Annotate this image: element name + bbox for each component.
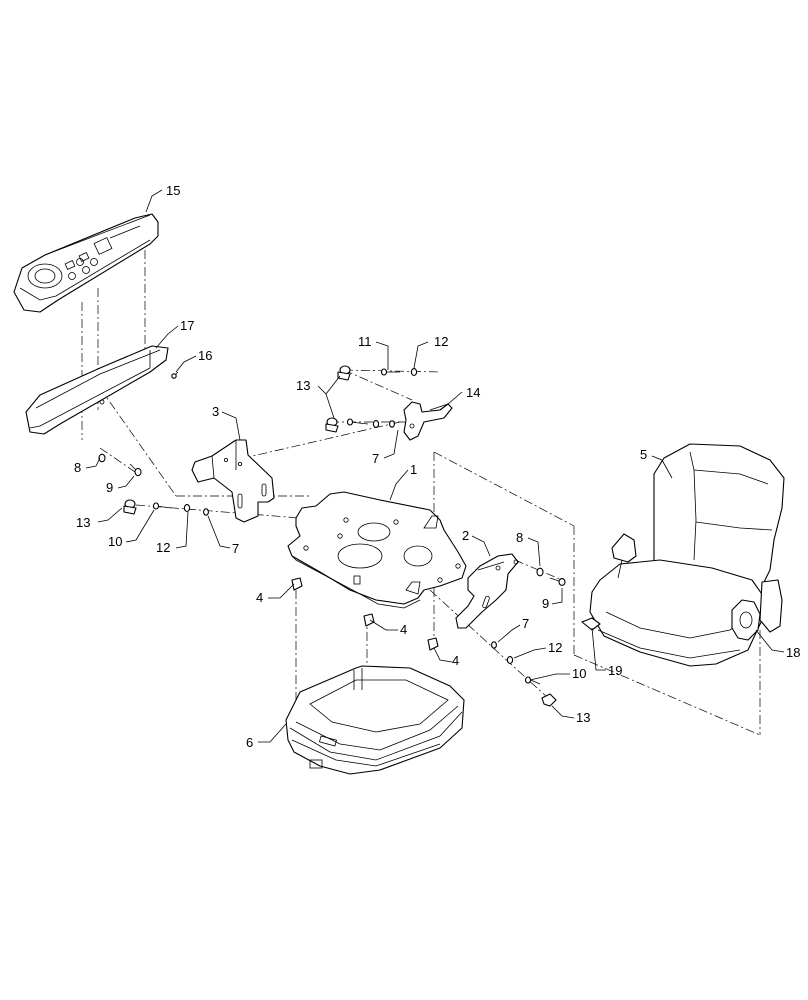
washer-12-right [506, 656, 514, 664]
callout-13-left: 13 [76, 515, 90, 530]
washer-7-right [491, 641, 497, 649]
part-17-armrest-base [25, 345, 169, 435]
callout-10-right: 10 [572, 666, 586, 681]
callout-12-top: 12 [434, 334, 448, 349]
cap-screw-13-mid [325, 417, 339, 433]
bolt-9-left [129, 463, 142, 477]
fasteners [98, 365, 566, 707]
nut-4-right [427, 637, 439, 651]
callout-4-right: 4 [452, 653, 459, 668]
bolt-11 [380, 368, 400, 376]
washer-12-top [410, 368, 418, 376]
callout-5: 5 [640, 447, 647, 462]
part-16-screw [171, 371, 179, 379]
callout-6: 6 [246, 735, 253, 750]
nut-4-left [291, 577, 303, 591]
callout-8-left: 8 [74, 460, 81, 475]
part-3-bracket [191, 439, 275, 523]
washer-8-right [536, 567, 544, 577]
callout-10-left: 10 [108, 534, 122, 549]
bolt-9-right [549, 577, 566, 586]
assembly-line [433, 451, 575, 527]
callout-9-left: 9 [106, 480, 113, 495]
callout-1: 1 [410, 462, 417, 477]
callout-15: 15 [166, 183, 180, 198]
part-18-buckle [731, 599, 761, 641]
cap-screw-13-left [123, 499, 137, 515]
nut-4-mid [363, 613, 375, 627]
callout-7-left: 7 [232, 541, 239, 556]
callout-16: 16 [198, 348, 212, 363]
callout-4-mid: 4 [400, 622, 407, 637]
part-6-suspension [285, 665, 465, 775]
callout-4-left: 4 [256, 590, 263, 605]
callout-17: 17 [180, 318, 194, 333]
callout-13-right: 13 [576, 710, 590, 725]
callout-2: 2 [462, 528, 469, 543]
callout-7-top: 7 [372, 451, 379, 466]
nut-13-right [541, 693, 557, 707]
cap-screw-13-top [337, 365, 351, 381]
washer-7-left [203, 508, 209, 516]
bolt-mid [346, 418, 369, 426]
bolt-10-left [152, 502, 173, 510]
callout-3: 3 [212, 404, 219, 419]
part-2-side-bracket [455, 553, 519, 629]
washer-12-mid [372, 420, 380, 428]
assembly-line [573, 654, 761, 736]
part-14-small-bracket [403, 401, 453, 441]
part-15-control-console [13, 213, 159, 313]
callout-13-top: 13 [296, 378, 310, 393]
callout-18: 18 [786, 645, 800, 660]
callout-14: 14 [466, 385, 480, 400]
assembly-line [343, 369, 413, 401]
washer-8-left [98, 453, 106, 463]
callout-11: 11 [358, 334, 372, 349]
callout-9-right: 9 [542, 596, 549, 611]
callout-12-right: 12 [548, 640, 562, 655]
leader-lines [85, 189, 785, 743]
callout-19: 19 [608, 663, 622, 678]
callouts: 15 17 16 11 12 13 14 3 7 1 5 8 9 13 10 1… [74, 183, 800, 750]
assembly-line [99, 447, 139, 475]
assembly-line [343, 369, 441, 373]
callout-8-right: 8 [516, 530, 523, 545]
callout-7-right: 7 [522, 616, 529, 631]
part-1-mounting-plate [287, 491, 467, 609]
washer-7-mid [389, 420, 395, 428]
washer-12-left [183, 504, 191, 512]
callout-12-left: 12 [156, 540, 170, 555]
assembly-line [99, 387, 177, 497]
assembly-line [135, 504, 301, 519]
part-5-seat [581, 443, 785, 667]
